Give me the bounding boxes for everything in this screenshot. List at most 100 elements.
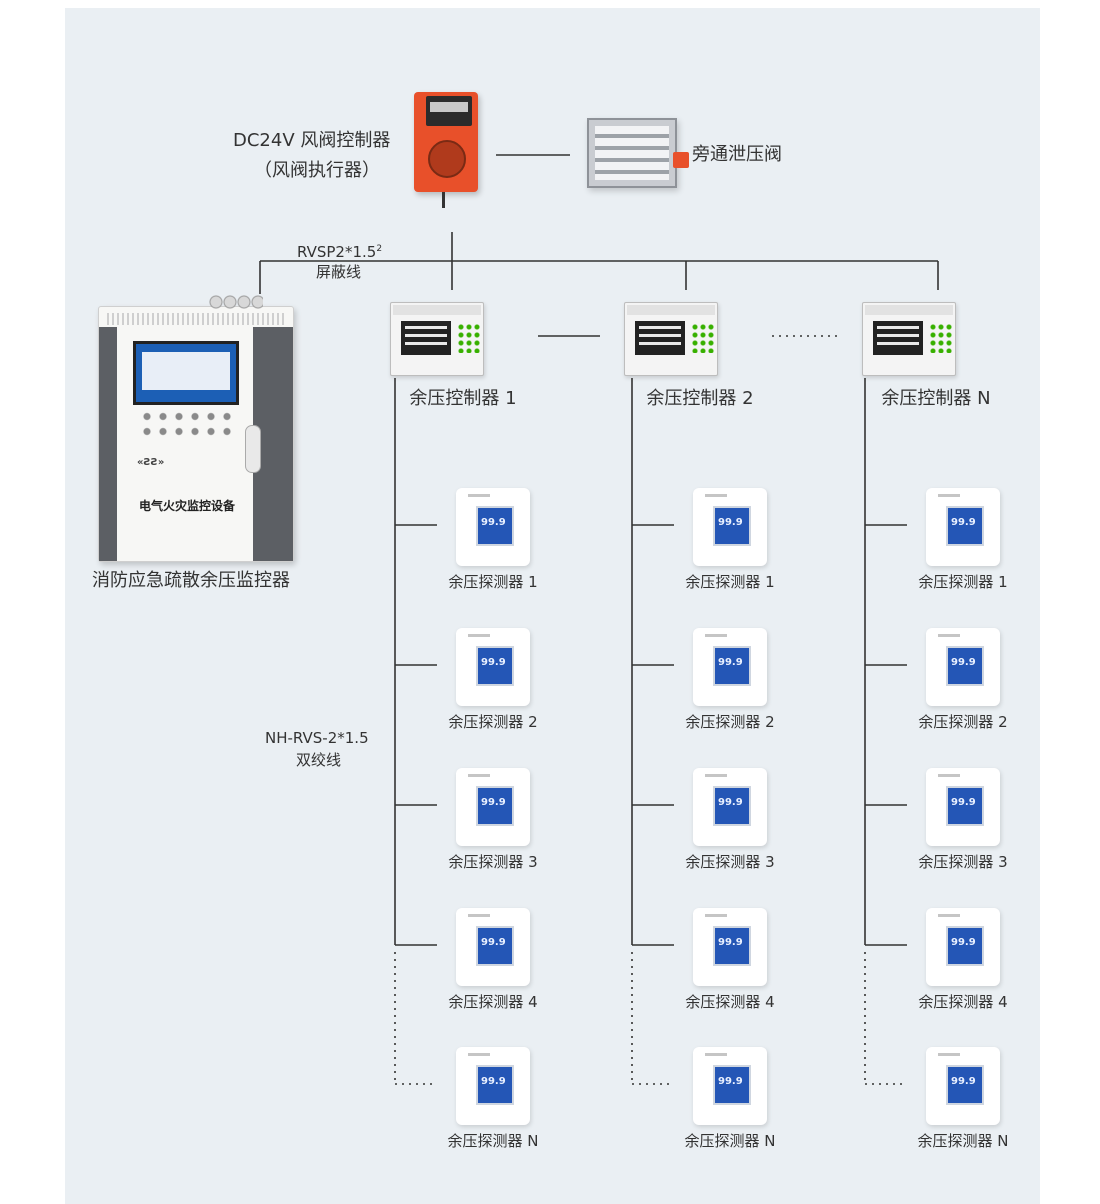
detector-scr — [713, 926, 751, 966]
detector-cable-desc: 双绞线 — [296, 751, 342, 769]
cabinet-handle — [245, 425, 261, 473]
detector-label: 余压探测器 2 — [448, 713, 538, 731]
detector-tag — [705, 774, 727, 777]
residual-pressure-detector — [926, 628, 1000, 706]
detector-scr — [946, 1065, 984, 1105]
actuator-knob — [428, 140, 466, 178]
controller-scr — [401, 321, 451, 355]
residual-pressure-detector — [926, 908, 1000, 986]
cabinet-screen — [133, 341, 239, 405]
controller-leds — [457, 323, 481, 353]
cabinet-logo: «ƧƧ» — [137, 457, 165, 468]
detector-label: 余压探测器 4 — [685, 993, 775, 1011]
valve-motor — [673, 152, 689, 168]
residual-pressure-detector — [926, 1047, 1000, 1125]
detector-tag — [938, 914, 960, 917]
residual-pressure-detector — [926, 488, 1000, 566]
residual-pressure-detector — [693, 1047, 767, 1125]
detector-tag — [705, 494, 727, 497]
actuator-lcd — [426, 96, 472, 126]
actuator-label-1: DC24V 风阀控制器 — [233, 130, 391, 151]
detector-tag — [938, 1053, 960, 1056]
detector-tag — [705, 914, 727, 917]
damper-actuator — [414, 92, 478, 208]
detector-label: 余压探测器 1 — [685, 573, 775, 591]
detector-tag — [705, 1053, 727, 1056]
detector-scr — [476, 786, 514, 826]
residual-pressure-detector — [693, 768, 767, 846]
controller-label: 余压控制器 N — [881, 388, 991, 409]
detector-tag — [938, 774, 960, 777]
residual-pressure-controller — [390, 302, 484, 376]
detector-scr — [946, 506, 984, 546]
detector-tag — [468, 1053, 490, 1056]
detector-label: 余压探测器 3 — [685, 853, 775, 871]
cabinet-brand: 电气火灾监控设备 — [139, 499, 236, 513]
valve-label: 旁通泄压阀 — [692, 144, 782, 165]
detector-tag — [938, 634, 960, 637]
residual-pressure-detector — [456, 628, 530, 706]
detector-label: 余压探测器 1 — [918, 573, 1008, 591]
detector-scr — [713, 506, 751, 546]
controller-top — [627, 305, 715, 315]
residual-pressure-detector — [456, 768, 530, 846]
detector-label: 余压探测器 4 — [918, 993, 1008, 1011]
cabinet-vent — [107, 313, 285, 325]
controller-top — [393, 305, 481, 315]
cabinet-left-panel — [99, 327, 117, 561]
detector-scr — [476, 926, 514, 966]
detector-tag — [468, 494, 490, 497]
detector-tag — [938, 494, 960, 497]
residual-pressure-detector — [456, 908, 530, 986]
detector-tag — [468, 634, 490, 637]
controller-label: 余压控制器 2 — [646, 388, 754, 409]
valve-louver — [595, 126, 669, 180]
detector-scr — [946, 786, 984, 826]
actuator-cable — [442, 192, 445, 208]
detector-cable-type: NH-RVS-2*1.5 — [265, 729, 369, 747]
detector-scr — [713, 786, 751, 826]
residual-pressure-detector — [693, 488, 767, 566]
residual-pressure-detector — [456, 488, 530, 566]
bus-cable-desc: 屏蔽线 — [316, 263, 362, 281]
detector-label: 余压探测器 N — [917, 1132, 1009, 1150]
controller-scr — [635, 321, 685, 355]
detector-label: 余压探测器 3 — [448, 853, 538, 871]
controller-leds — [929, 323, 953, 353]
detector-scr — [476, 1065, 514, 1105]
controller-top — [865, 305, 953, 315]
monitor-label: 消防应急疏散余压监控器 — [92, 570, 290, 591]
diagram-panel — [65, 8, 1040, 1204]
detector-scr — [476, 506, 514, 546]
residual-pressure-detector — [693, 908, 767, 986]
bypass-valve — [587, 118, 689, 188]
residual-pressure-detector — [693, 628, 767, 706]
detector-tag — [468, 914, 490, 917]
bus-cable-sup: 2 — [376, 244, 383, 254]
detector-label: 余压探测器 N — [447, 1132, 539, 1150]
residual-pressure-controller — [862, 302, 956, 376]
detector-scr — [946, 646, 984, 686]
controller-leds — [691, 323, 715, 353]
detector-label: 余压探测器 2 — [918, 713, 1008, 731]
detector-scr — [713, 1065, 751, 1105]
detector-label: 余压探测器 N — [684, 1132, 776, 1150]
actuator-label-2: （风阀执行器） — [254, 160, 380, 181]
detector-scr — [476, 646, 514, 686]
residual-pressure-detector — [926, 768, 1000, 846]
detector-tag — [705, 634, 727, 637]
bus-cable-label: RVSP2*1.52 — [297, 238, 382, 263]
controller-label: 余压控制器 1 — [409, 388, 517, 409]
detector-scr — [713, 646, 751, 686]
monitor-cabinet: «ƧƧ» 电气火灾监控设备 — [98, 295, 294, 562]
residual-pressure-controller — [624, 302, 718, 376]
controller-scr — [873, 321, 923, 355]
bus-cable-type: RVSP2*1.5 — [297, 243, 377, 261]
detector-label: 余压探测器 4 — [448, 993, 538, 1011]
detector-label: 余压探测器 2 — [685, 713, 775, 731]
cabinet-buttons — [139, 409, 235, 439]
cable-glands — [209, 295, 263, 309]
detector-tag — [468, 774, 490, 777]
detector-label: 余压探测器 1 — [448, 573, 538, 591]
